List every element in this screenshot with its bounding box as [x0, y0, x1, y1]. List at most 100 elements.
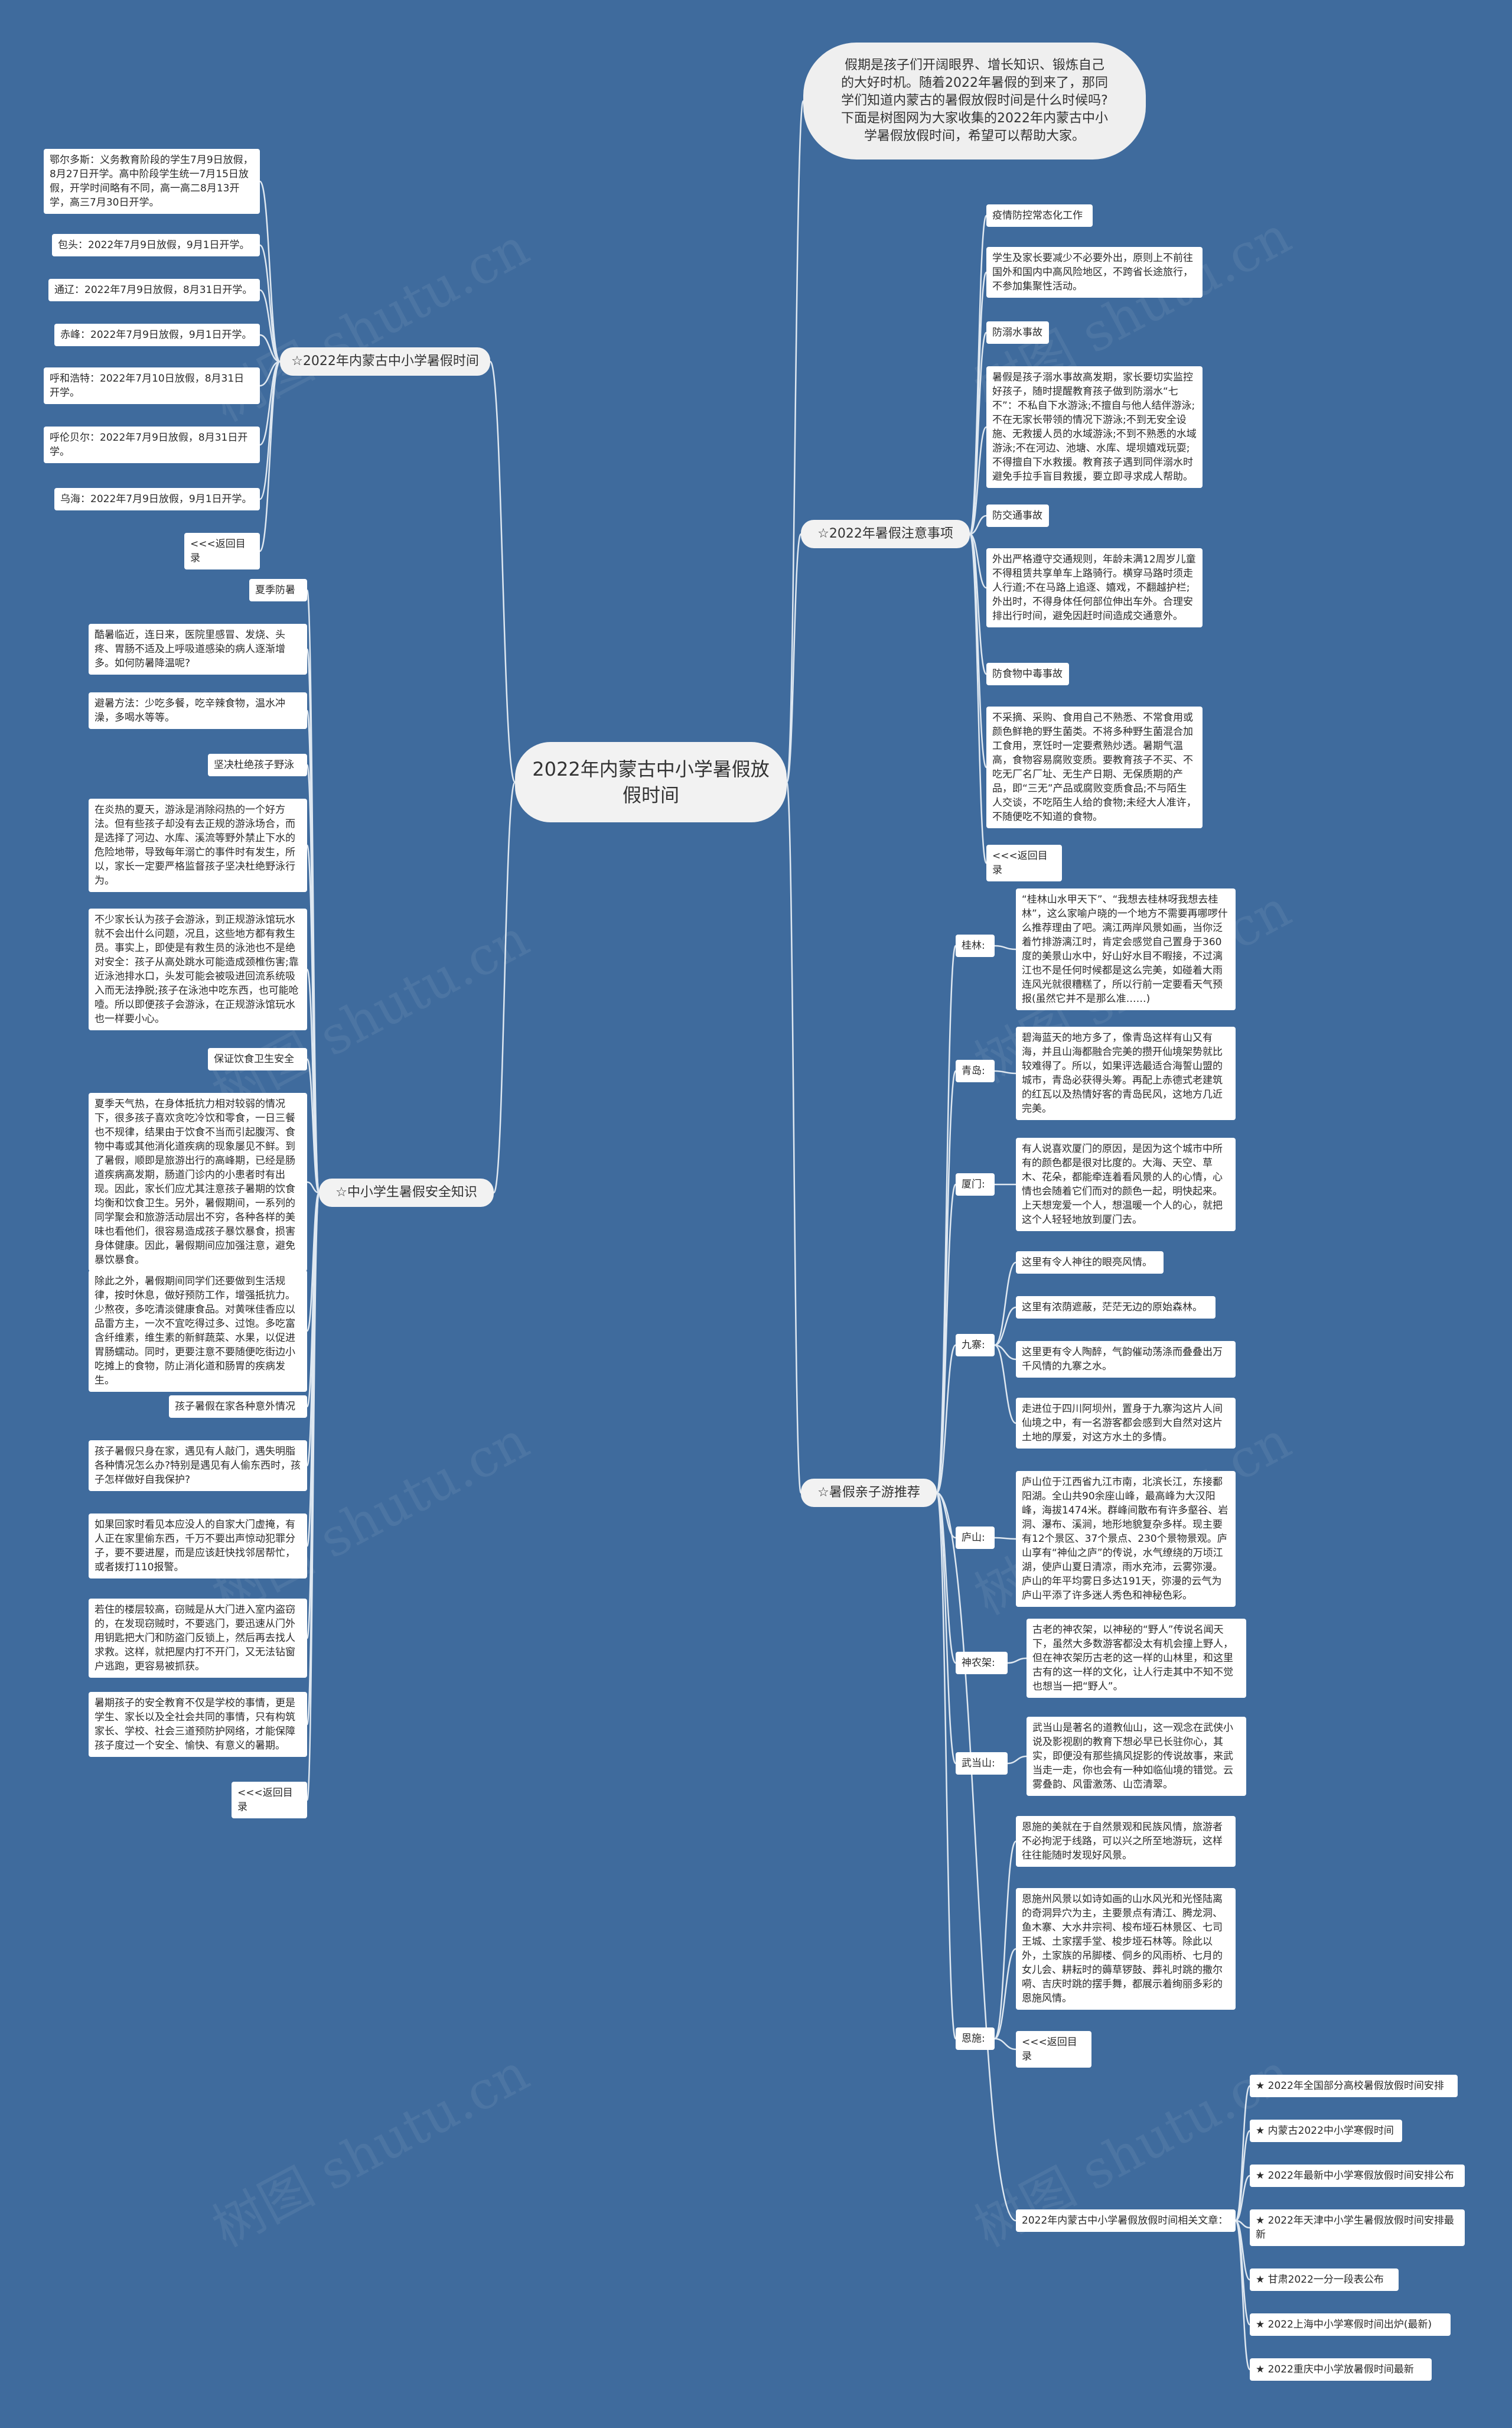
connector-line: [307, 1181, 320, 1194]
safety-item: 暑期孩子的安全教育不仅是学校的事情，更是学生、家长以及全社会共同的事情，只有构筑…: [89, 1692, 307, 1757]
related-article-link[interactable]: ★ 内蒙古2022中小学寒假时间: [1250, 2120, 1402, 2142]
notice-item: 暑假是孩子溺水事故高发期，家长要切实监控好孩子，随时提醒教育孩子做到防溺水“七不…: [986, 366, 1203, 488]
trip-item: 武当山是著名的道教仙山，这一观念在武侠小说及影视剧的教育下想必早已长驻你心，其实…: [1027, 1717, 1246, 1796]
connector-line: [306, 1192, 320, 1801]
intro-note[interactable]: 假期是孩子们开阔眼界、增长知识、锻炼自己的大好时机。随着2022年暑假的到来了，…: [803, 43, 1146, 160]
trip-city-jiuzhai[interactable]: 九寨:: [956, 1334, 995, 1356]
notice-item: 疫情防控常态化工作: [986, 204, 1093, 227]
connector-line: [994, 945, 1016, 951]
related-article-link[interactable]: ★ 2022上海中小学寒假时间出炉(最新): [1250, 2313, 1451, 2336]
schedule-item: 通辽：2022年7月9日放假，8月31日开学。: [48, 279, 260, 301]
trip-city-xiamen[interactable]: 厦门:: [956, 1173, 995, 1196]
branch-notice[interactable]: ☆2022年暑假注意事项: [801, 520, 970, 548]
connector-line: [1234, 2219, 1251, 2371]
connector-line: [969, 533, 988, 864]
safety-item: 不少家长认为孩子会游泳，到正规游泳馆玩水就不会出什么问题，况且，这些地方都有救生…: [89, 909, 307, 1030]
notice-item: 防溺水事故: [986, 321, 1049, 344]
connector-line: [786, 533, 802, 783]
trip-item: 走进位于四川阿坝州，置身于九寨沟这片人间仙境之中，有一名游客都会感到大自然对这片…: [1016, 1398, 1236, 1449]
connector-line: [936, 1492, 957, 1765]
notice-item: 不采摘、采购、食用自己不熟悉、不常食用或颜色鲜艳的野生菌类。不将多种野生菌混合加…: [986, 707, 1203, 828]
trip-city-guilin[interactable]: 桂林:: [956, 935, 995, 957]
safety-item: 夏季天气热，在身体抵抗力相对较弱的情况下，很多孩子喜欢贪吃冷饮和零食，一日三餐也…: [89, 1093, 307, 1271]
connector-line: [969, 533, 987, 589]
branch-trips[interactable]: ☆暑假亲子游推荐: [801, 1479, 937, 1507]
connector-line: [259, 360, 281, 552]
connector-line: [259, 334, 281, 363]
schedule-item: 赤峰：2022年7月9日放假，9月1日开学。: [54, 324, 260, 346]
connector-line: [786, 100, 804, 783]
connector-line: [994, 1344, 1016, 1424]
safety-item: 孩子暑假只身在家，遇见有人敲门，遇失明脂各种情况怎么办?特别是遇见有人偷东西时，…: [89, 1440, 307, 1491]
schedule-item: 包头：2022年7月9日放假，9月1日开学。: [52, 234, 260, 256]
related-article-link[interactable]: ★ 2022重庆中小学放暑假时间最新: [1250, 2358, 1432, 2381]
connector-line: [493, 781, 516, 1194]
connector-line: [994, 1070, 1016, 1075]
safety-item: 保证饮食卫生安全: [208, 1048, 307, 1070]
connector-line: [936, 1183, 957, 1494]
safety-item: 在炎热的夏天，游泳是消除闷热的一个好方法。但有些孩子却没有去正规的游泳场合，而是…: [89, 799, 307, 892]
connector-line: [259, 244, 281, 363]
trip-item: “桂林山水甲天下”、“我想去桂林呀我想去桂林”，这么家喻户晓的一个地方不需要再哪…: [1016, 888, 1236, 1010]
notice-item: 学生及家长要减少不必要外出，原则上不前往国外和国内中高风险地区，不跨省长途旅行，…: [986, 247, 1203, 298]
trip-item: 恩施的美就在于自然景观和民族风情，旅游者不必拘泥于线路，可以兴之所至地游玩，这样…: [1016, 1816, 1236, 1867]
schedule-item: 鄂尔多斯：义务教育阶段的学生7月9日放假，8月27日开学。高中阶段学生统一7月1…: [44, 149, 260, 214]
connector-line: [1234, 2130, 1251, 2222]
connector-line: [306, 1058, 320, 1194]
trip-city-wudangshan[interactable]: 武当山:: [956, 1752, 1008, 1775]
trip-item: 庐山位于江西省九江市南，北滨长江，东接鄱阳湖。全山共90余座山峰，最高峰为大汉阳…: [1016, 1471, 1236, 1607]
connector-line: [259, 360, 281, 500]
connector-line: [969, 426, 988, 535]
safety-item: 酷暑临近，连日来，医院里感冒、发烧、头疼、胃肠不适及上呼吸道感染的病人逐渐增多。…: [89, 624, 307, 675]
trip-item: 恩施州风景以如诗如画的山水风光和光怪陆离的奇洞异穴为主，主要景点有清江、腾龙洞、…: [1016, 1888, 1236, 2010]
safety-item: 除此之外，暑假期间同学们还要做到生活规律，按时休息，做好预防工作，增强抵抗力。少…: [89, 1270, 307, 1392]
connector-line: [969, 515, 987, 535]
notice-item: 防交通事故: [986, 505, 1049, 527]
trip-item: 这里有浓荫遮蔽，茫茫无边的原始森林。: [1016, 1296, 1216, 1319]
trip-city-shennongjia[interactable]: 神农架:: [956, 1652, 1008, 1674]
safety-item: 若住的楼层较高，窃贼是从大门进入室内盗窃的，在发现窃贼时，不要逃门，要迅速从门外…: [89, 1599, 307, 1678]
branch-safety[interactable]: ☆中小学生暑假安全知识: [319, 1179, 494, 1207]
back-to-top-link[interactable]: <<<返回目录: [184, 533, 260, 569]
related-article-link[interactable]: ★ 甘肃2022一分一段表公布: [1250, 2268, 1399, 2291]
connector-line: [1007, 1755, 1027, 1765]
connector-line: [994, 1261, 1016, 1346]
connector-line: [969, 533, 988, 769]
connector-line: [969, 271, 988, 535]
back-to-top-link[interactable]: <<<返回目录: [1016, 2031, 1091, 2068]
connector-line: [969, 331, 988, 535]
trip-city-lushan[interactable]: 庐山:: [956, 1527, 995, 1549]
connector-line: [936, 1344, 957, 1494]
trip-city-enshi[interactable]: 恩施:: [956, 2027, 995, 2050]
connector-line: [259, 180, 281, 363]
trip-item: 碧海蓝天的地方多了，像青岛这样有山又有海，并且山海都融合完美的攒开仙境架势就比较…: [1016, 1027, 1236, 1120]
connector-line: [994, 1306, 1016, 1346]
connector-line: [489, 360, 516, 783]
connector-line: [994, 1537, 1016, 1540]
safety-item: 夏季防暑: [249, 579, 307, 601]
connector-line: [936, 1492, 1016, 2222]
connector-line: [994, 2038, 1016, 2051]
connector-line: [994, 1948, 1016, 2040]
trip-city-qingdao[interactable]: 青岛:: [956, 1060, 995, 1082]
root-topic[interactable]: 2022年内蒙古中小学暑假放假时间: [515, 742, 787, 822]
trip-item: 古老的神农架，以神秘的“野人”传说名闻天下，虽然大多数游客都没太有机会撞上野人，…: [1027, 1619, 1246, 1698]
branch-schedule[interactable]: ☆2022年内蒙古中小学暑假时间: [280, 347, 490, 376]
connector-line: [259, 289, 281, 363]
connector-line: [1235, 2175, 1250, 2222]
safety-item: 避暑方法：少吃多餐，吃辛辣食物，温水冲澡，多喝水等等。: [89, 692, 307, 729]
connector-line: [259, 360, 281, 387]
back-to-top-link[interactable]: <<<返回目录: [232, 1782, 307, 1818]
related-article-link[interactable]: ★ 2022年全国部分高校暑假放假时间安排: [1250, 2075, 1458, 2097]
related-articles-label: 2022年内蒙古中小学暑假放假时间相关文章：: [1016, 2209, 1236, 2232]
connector-line: [936, 1492, 957, 2040]
notice-item: 防食物中毒事故: [986, 663, 1069, 685]
trip-item: 这里更有令人陶醉，气韵催动荡涤而叠叠出万千风情的九寨之水。: [1016, 1341, 1236, 1378]
related-article-link[interactable]: ★ 2022年天津中小学生暑假放假时间安排最新: [1250, 2209, 1465, 2246]
related-article-link[interactable]: ★ 2022年最新中小学寒假放假时间安排公布: [1250, 2165, 1465, 2187]
back-to-top-link[interactable]: <<<返回目录: [986, 845, 1062, 881]
trip-item: 有人说喜欢厦门的原因，是因为这个城市中所有的颜色都是很对比度的。大海、天空、草木…: [1016, 1138, 1236, 1231]
notice-item: 外出严格遵守交通规则，年龄未满12周岁儿童不得租赁共享单车上路骑行。横穿马路时须…: [986, 548, 1203, 627]
schedule-item: 呼和浩特：2022年7月10日放假，8月31日开学。: [44, 367, 260, 404]
schedule-item: 呼伦贝尔：2022年7月9日放假，8月31日开学。: [44, 427, 260, 463]
